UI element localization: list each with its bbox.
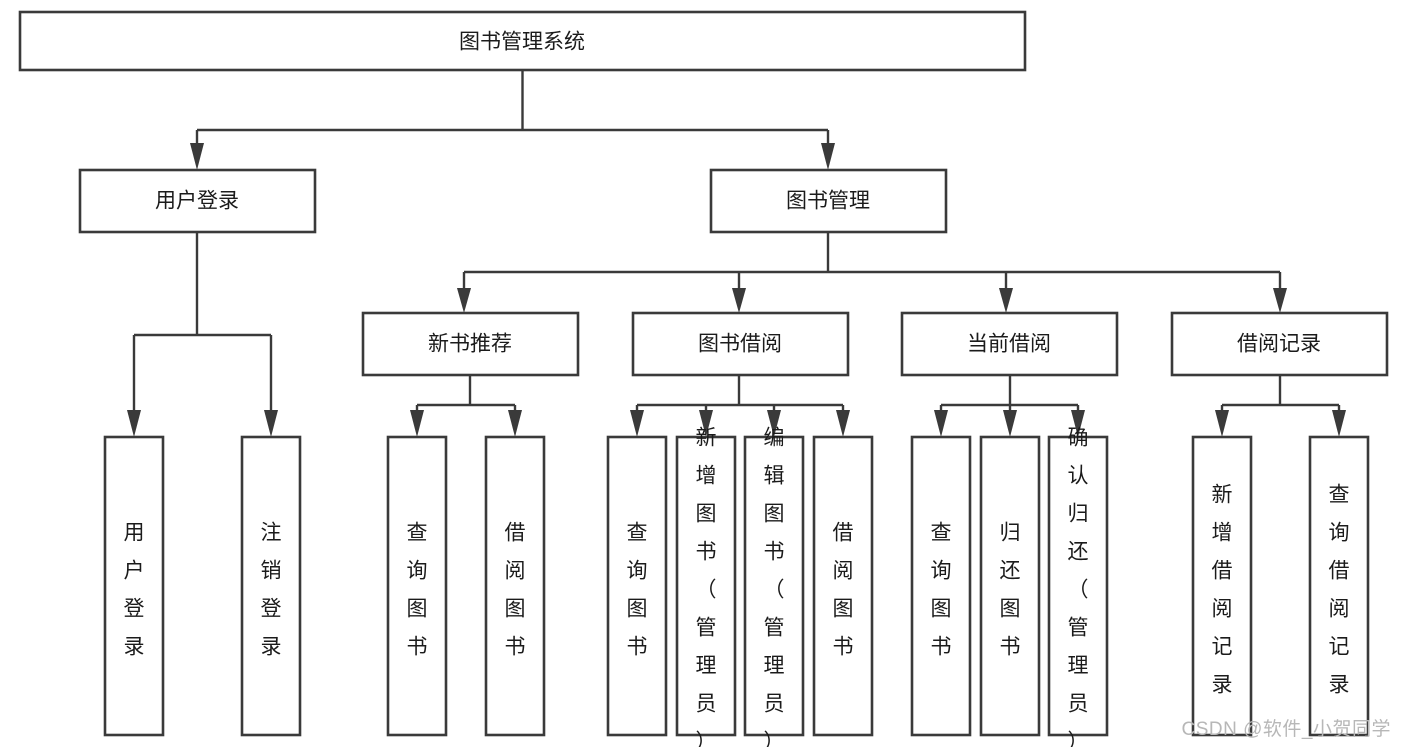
node-current-box[interactable] <box>900 311 1119 377</box>
node-root-label: 图书管理系统 <box>459 31 585 54</box>
node-current[interactable]: 当前借阅 <box>900 311 1119 377</box>
node-leaf-borrow-query-box[interactable] <box>606 435 668 737</box>
arrowhead-root-to-login <box>190 143 204 170</box>
arrowhead-newbook-child-1 <box>410 410 424 437</box>
node-records[interactable]: 借阅记录 <box>1170 311 1389 377</box>
node-leaf-new-borrow[interactable]: 借阅图书 <box>484 435 546 737</box>
node-newbook-box[interactable] <box>361 311 580 377</box>
arrowhead-login-child-2 <box>264 410 278 437</box>
arrowhead-borrow-child-1 <box>630 410 644 437</box>
node-leaf-current-return[interactable]: 归还图书 <box>979 435 1041 737</box>
node-leaf-current-query-label: 查询图书 <box>931 522 952 659</box>
node-leaf-current-confirm[interactable]: 确认归还（管理员） <box>1047 427 1109 747</box>
node-leaf-record-add-box[interactable] <box>1191 435 1253 737</box>
node-leaf-user-logout[interactable]: 注销登录 <box>240 435 302 737</box>
node-leaf-record-query-box[interactable] <box>1308 435 1370 737</box>
node-leaf-new-query-box[interactable] <box>386 435 448 737</box>
node-leaf-borrow-edit[interactable]: 编辑图书（管理员） <box>743 427 805 747</box>
node-newbook[interactable]: 新书推荐 <box>361 311 580 377</box>
node-records-box[interactable] <box>1170 311 1389 377</box>
node-leaf-borrow-query-label: 查询图书 <box>627 522 648 659</box>
node-leaf-current-return-label: 归还图书 <box>1000 522 1021 659</box>
node-leaf-user-logout-label: 注销登录 <box>261 522 282 659</box>
node-leaf-borrow-lend-label: 借阅图书 <box>833 522 854 659</box>
arrowhead-bookmgmt-child-1 <box>457 288 471 313</box>
arrowhead-borrow-child-4 <box>836 410 850 437</box>
node-leaf-record-add-label: 新增借阅记录 <box>1212 484 1233 697</box>
node-leaf-borrow-add[interactable]: 新增图书（管理员） <box>675 427 737 747</box>
node-current-label: 当前借阅 <box>967 333 1051 356</box>
node-leaf-current-query[interactable]: 查询图书 <box>910 435 972 737</box>
node-leaf-user-login-label: 用户登录 <box>124 522 145 659</box>
csdn-watermark: CSDN @软件_小贺同学 <box>1181 719 1391 740</box>
node-leaf-user-login[interactable]: 用户登录 <box>103 435 165 737</box>
node-leaf-current-query-box[interactable] <box>910 435 972 737</box>
node-leaf-new-query-label: 查询图书 <box>407 522 428 659</box>
node-login-box[interactable] <box>78 168 317 234</box>
node-login[interactable]: 用户登录 <box>78 168 317 234</box>
arrowhead-records-child-1 <box>1215 410 1229 437</box>
node-leaf-record-query-label: 查询借阅记录 <box>1329 484 1350 697</box>
node-leaf-borrow-lend[interactable]: 借阅图书 <box>812 435 874 737</box>
node-leaf-current-confirm-box[interactable] <box>1047 435 1109 737</box>
node-leaf-new-borrow-box[interactable] <box>484 435 546 737</box>
arrowhead-records-child-2 <box>1332 410 1346 437</box>
node-leaf-user-logout-box[interactable] <box>240 435 302 737</box>
node-leaf-borrow-edit-box[interactable] <box>743 435 805 737</box>
node-leaf-current-confirm-label: 确认归还（管理员） <box>1068 427 1089 747</box>
node-bookmgmt-label: 图书管理 <box>786 190 870 213</box>
arrowhead-borrow-child-2 <box>699 410 713 437</box>
node-root[interactable]: 图书管理系统 <box>18 10 1027 72</box>
node-leaf-user-login-box[interactable] <box>103 435 165 737</box>
node-leaf-borrow-add-label: 新增图书（管理员） <box>696 427 717 747</box>
node-leaf-borrow-query[interactable]: 查询图书 <box>606 435 668 737</box>
node-records-label: 借阅记录 <box>1237 333 1321 356</box>
node-borrow[interactable]: 图书借阅 <box>631 311 850 377</box>
connector-layer <box>127 70 1346 437</box>
node-borrow-label: 图书借阅 <box>698 333 782 356</box>
arrowhead-bookmgmt-child-2 <box>732 288 746 313</box>
node-leaf-borrow-edit-label: 编辑图书（管理员） <box>764 427 785 747</box>
node-leaf-new-borrow-label: 借阅图书 <box>505 522 526 659</box>
node-leaf-new-query[interactable]: 查询图书 <box>386 435 448 737</box>
node-login-label: 用户登录 <box>155 190 239 213</box>
node-leaf-current-return-box[interactable] <box>979 435 1041 737</box>
arrowhead-borrow-child-3 <box>767 410 781 437</box>
node-newbook-label: 新书推荐 <box>428 333 512 356</box>
node-leaf-borrow-add-box[interactable] <box>675 435 737 737</box>
node-bookmgmt[interactable]: 图书管理 <box>709 168 948 234</box>
arrowhead-bookmgmt-child-4 <box>1273 288 1287 313</box>
node-leaf-borrow-lend-box[interactable] <box>812 435 874 737</box>
node-borrow-box[interactable] <box>631 311 850 377</box>
arrowhead-login-child-1 <box>127 410 141 437</box>
arrowhead-newbook-child-2 <box>508 410 522 437</box>
arrowhead-root-to-bookmgmt <box>821 143 835 170</box>
node-bookmgmt-box[interactable] <box>709 168 948 234</box>
arrowhead-current-child-1 <box>934 410 948 437</box>
node-root-box[interactable] <box>18 10 1027 72</box>
arrowhead-bookmgmt-child-3 <box>999 288 1013 313</box>
node-leaf-record-add[interactable]: 新增借阅记录 <box>1191 435 1253 737</box>
arrowhead-current-child-2 <box>1003 410 1017 437</box>
node-leaf-record-query[interactable]: 查询借阅记录 <box>1308 435 1370 737</box>
arrowhead-current-child-3 <box>1071 410 1085 437</box>
